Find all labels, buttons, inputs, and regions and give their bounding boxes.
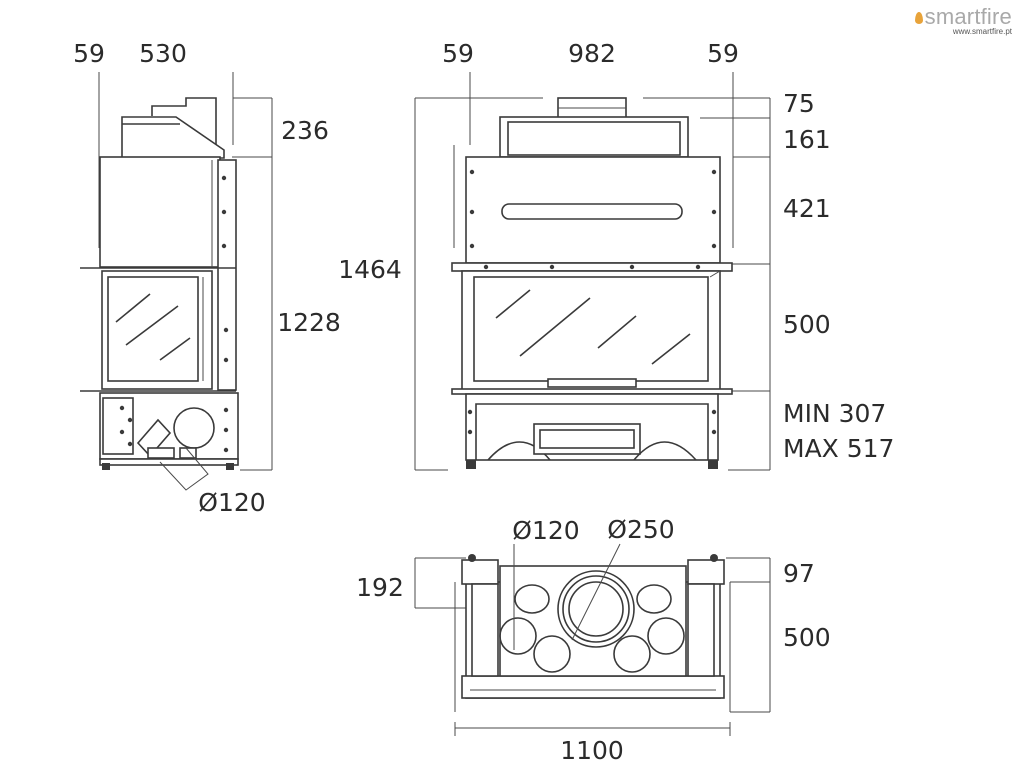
front-upper-height-label: 421 <box>783 194 831 223</box>
front-hood-height-label: 161 <box>783 125 831 154</box>
top-overall-width-label: 1100 <box>560 736 624 765</box>
front-width-label: 982 <box>568 39 616 68</box>
top-depth-label: 500 <box>783 623 831 652</box>
side-depth-front-label: 59 <box>73 39 105 68</box>
top-small-outlet-label: Ø120 <box>512 516 579 545</box>
side-depth-main-label: 530 <box>139 39 187 68</box>
side-top-height-label: 236 <box>281 116 329 145</box>
side-flue-diameter-label: Ø120 <box>198 488 265 517</box>
front-view: 59 982 59 1464 75 161 421 500 MIN 307 MA… <box>338 39 894 471</box>
front-side-right-label: 59 <box>707 39 739 68</box>
front-base-min-label: MIN 307 <box>783 399 886 428</box>
brand-name: smartfire <box>924 4 1012 29</box>
side-total-height-label: 1228 <box>277 308 341 337</box>
brand-logo: smartfire www.smartfire.pt <box>914 4 1012 36</box>
front-base-max-label: MAX 517 <box>783 434 894 463</box>
top-back-depth-label: 97 <box>783 559 815 588</box>
front-glass-height-label: 500 <box>783 310 831 339</box>
brand-url: www.smartfire.pt <box>952 27 1012 36</box>
front-side-left-label: 59 <box>442 39 474 68</box>
top-view: Ø120 Ø250 192 97 500 1100 <box>356 515 831 765</box>
flame-icon <box>914 12 923 24</box>
front-total-height-label: 1464 <box>338 255 402 284</box>
top-offset-label: 192 <box>356 573 404 602</box>
side-view: 59 530 236 1228 Ø120 <box>73 39 341 517</box>
front-collar-height-label: 75 <box>783 89 815 118</box>
top-main-outlet-label: Ø250 <box>607 515 674 544</box>
